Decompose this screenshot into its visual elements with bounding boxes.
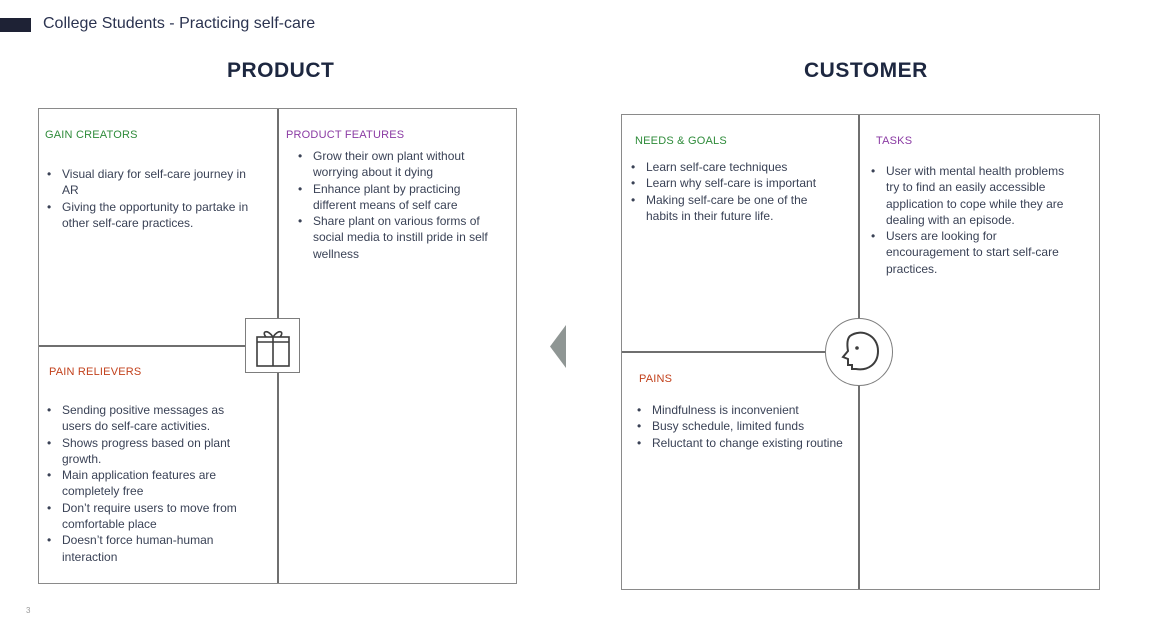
list-item: Making self-care be one of the habits in… [631,192,839,225]
gift-icon [245,318,300,373]
list-item: Mindfulness is inconvenient [637,402,845,419]
gain-creators-list: Visual diary for self-care journey in AR… [45,166,250,231]
product-horizontal-divider [39,345,245,347]
tasks-label: TASKS [876,135,913,147]
title-accent-bar [0,18,31,32]
face-icon [825,318,893,386]
list-item: Busy schedule, limited funds [637,418,845,435]
customer-canvas [621,114,1100,590]
product-features-list: Grow their own plant without worrying ab… [296,148,491,262]
page-number: 3 [26,606,31,615]
needs-goals-list: Learn self-care techniques Learn why sel… [629,159,839,224]
needs-goals-label: NEEDS & GOALS [635,135,727,147]
list-item: Grow their own plant without worrying ab… [298,148,491,181]
list-item: Share plant on various forms of social m… [298,213,491,262]
product-features-label: PRODUCT FEATURES [286,129,405,141]
list-item: User with mental health problems try to … [871,163,1075,228]
page-title: College Students - Practicing self-care [43,15,316,32]
list-item: Don’t require users to move from comfort… [47,500,247,533]
list-item: Learn why self-care is important [631,175,839,192]
list-item: Enhance plant by practicing different me… [298,181,491,214]
list-item: Giving the opportunity to partake in oth… [47,199,250,232]
tasks-list: User with mental health problems try to … [869,163,1075,277]
list-item: Sending positive messages as users do se… [47,402,247,435]
list-item: Doesn’t force human-human interaction [47,532,247,565]
gain-creators-label: GAIN CREATORS [45,129,138,141]
pain-relievers-label: PAIN RELIEVERS [49,366,142,378]
product-canvas [38,108,517,584]
list-item: Main application features are completely… [47,467,247,500]
product-heading: PRODUCT [227,59,335,82]
pains-label: PAINS [639,373,673,385]
list-item: Reluctant to change existing routine [637,435,845,452]
triangle-arrow-left-icon [549,325,567,374]
list-item: Visual diary for self-care journey in AR [47,166,250,199]
pains-list: Mindfulness is inconvenient Busy schedul… [635,402,845,451]
list-item: Learn self-care techniques [631,159,839,176]
customer-heading: CUSTOMER [804,59,928,82]
pain-relievers-list: Sending positive messages as users do se… [45,402,247,565]
customer-horizontal-divider [622,351,826,353]
list-item: Users are looking for encouragement to s… [871,228,1075,277]
list-item: Shows progress based on plant growth. [47,435,247,468]
